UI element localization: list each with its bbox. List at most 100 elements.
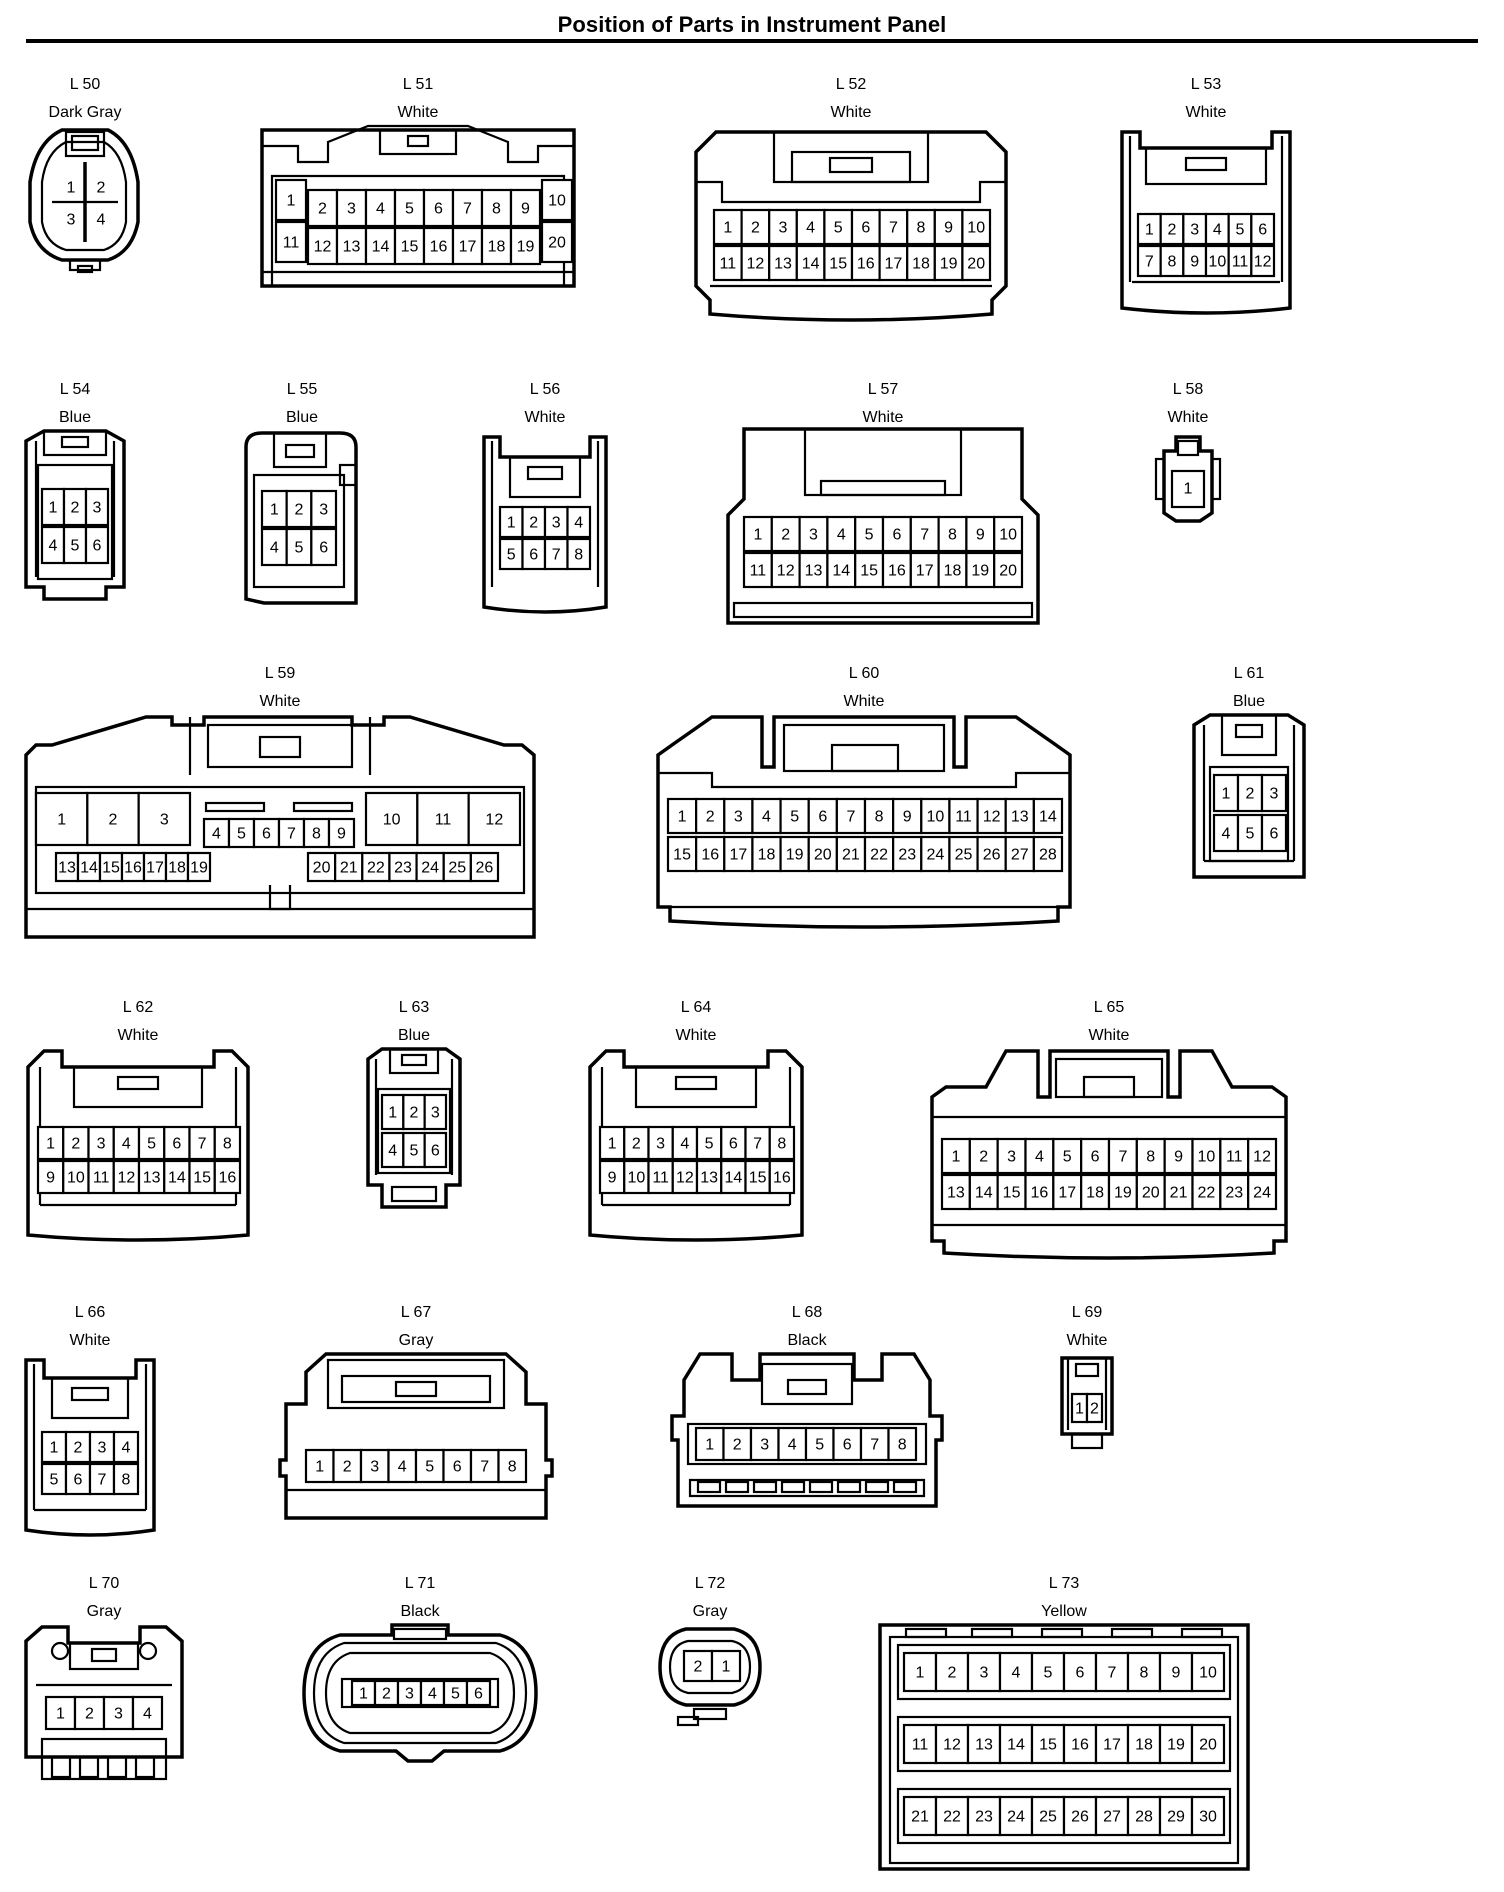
pin-cell xyxy=(1094,1795,1130,1837)
pin-number: 2 xyxy=(295,502,304,519)
housing-outline xyxy=(400,1053,428,1067)
pin-number: 9 xyxy=(903,809,912,826)
housing-outline xyxy=(656,715,1072,929)
housing-outline xyxy=(1110,1627,1154,1639)
pin-number: 4 xyxy=(270,540,279,557)
pin-cell xyxy=(252,817,281,849)
pin-number: 18 xyxy=(488,239,506,256)
housing-outline xyxy=(68,1641,140,1671)
pin-number: 6 xyxy=(861,220,870,237)
pin-number: 3 xyxy=(347,201,356,218)
pin-number: 2 xyxy=(694,1659,703,1676)
pin-number: 18 xyxy=(1135,1737,1153,1754)
pin-cell xyxy=(1190,1723,1226,1765)
connector-label: L 64 xyxy=(680,999,712,1016)
pin-cell xyxy=(88,1462,116,1496)
pin-number: 7 xyxy=(1118,1149,1127,1166)
pin-number: 8 xyxy=(1140,1665,1149,1682)
pin-number: 13 xyxy=(947,1185,965,1202)
pin-number: 12 xyxy=(747,256,765,273)
pin-number: 24 xyxy=(926,847,944,864)
pin-cell xyxy=(722,1426,753,1462)
pin-number: 6 xyxy=(74,1472,83,1489)
pin-number: 17 xyxy=(916,563,934,580)
pin-number: 10 xyxy=(967,220,985,237)
pin-cell xyxy=(186,851,212,883)
connector-color: Gray xyxy=(86,1603,122,1620)
pin-number: 11 xyxy=(1226,1149,1243,1166)
pin-number: 1 xyxy=(753,527,762,544)
pin-cell xyxy=(467,791,522,847)
pin-number: 8 xyxy=(917,220,926,237)
pin-number: 8 xyxy=(948,527,957,544)
pin-cell xyxy=(566,505,592,539)
pin-cell xyxy=(44,1695,77,1731)
pin-number: 10 xyxy=(383,812,401,829)
pin-number: 1 xyxy=(57,812,66,829)
pin-cell xyxy=(723,797,754,835)
pin-number: 16 xyxy=(430,239,448,256)
pin-number: 7 xyxy=(463,201,472,218)
pin-number: 16 xyxy=(701,847,719,864)
housing-outline xyxy=(864,1480,890,1494)
pin-number: 5 xyxy=(451,1686,460,1703)
housing-outline xyxy=(106,1755,128,1779)
pin-number: 7 xyxy=(287,826,296,843)
pin-number: 8 xyxy=(1168,254,1177,271)
pin-cell xyxy=(940,1137,971,1175)
housing-outline xyxy=(930,1049,1288,1260)
housing-outline xyxy=(42,429,108,457)
pin-number: 1 xyxy=(359,1686,368,1703)
pin-number: 1 xyxy=(916,1665,925,1682)
pin-cell xyxy=(327,817,356,849)
pin-cell xyxy=(1158,1651,1194,1693)
housing-outline xyxy=(1180,1627,1224,1639)
pin-number: 12 xyxy=(983,809,1001,826)
connector-label: L 70 xyxy=(88,1575,120,1592)
pin-cell xyxy=(1032,835,1064,873)
pin-cell xyxy=(832,1426,863,1462)
pin-cell xyxy=(540,220,574,264)
housing-outline xyxy=(40,140,128,252)
pin-number: 2 xyxy=(71,500,80,517)
housing-outline xyxy=(1082,1075,1136,1099)
housing-outline xyxy=(366,1047,462,1209)
pin-number: 9 xyxy=(337,826,346,843)
pin-cell xyxy=(62,1125,90,1161)
pin-cell xyxy=(112,1430,140,1464)
pin-number: 6 xyxy=(892,527,901,544)
pin-number: 3 xyxy=(656,1136,665,1153)
pin-number: 9 xyxy=(608,1170,617,1187)
housing-outline xyxy=(302,1623,538,1763)
pin-number: 1 xyxy=(287,193,296,210)
housing-outline xyxy=(904,1627,948,1639)
housing-outline xyxy=(896,1643,1232,1701)
pin-number: 16 xyxy=(888,563,906,580)
connector-label: L 72 xyxy=(694,1575,726,1592)
connector-color: Blue xyxy=(397,1027,431,1044)
pin-number: 15 xyxy=(673,847,691,864)
pin-number: 2 xyxy=(109,812,118,829)
housing-outline xyxy=(258,735,302,759)
pin-number: 15 xyxy=(102,860,120,877)
housing-outline xyxy=(668,1639,752,1695)
pin-number: 9 xyxy=(1190,254,1199,271)
pin-cell xyxy=(742,551,773,589)
pin-number: 20 xyxy=(313,860,331,877)
pin-number: 8 xyxy=(1146,1149,1155,1166)
pin-cell xyxy=(996,1137,1027,1175)
pin-number: 6 xyxy=(843,1437,852,1454)
housing-outline xyxy=(1192,713,1306,879)
pin-number: 6 xyxy=(434,201,443,218)
pin-number: 6 xyxy=(319,540,328,557)
pin-number: 9 xyxy=(46,1170,55,1187)
pin-number: 11 xyxy=(652,1170,669,1187)
housing-outline xyxy=(50,1755,72,1779)
housing-outline xyxy=(406,134,430,148)
